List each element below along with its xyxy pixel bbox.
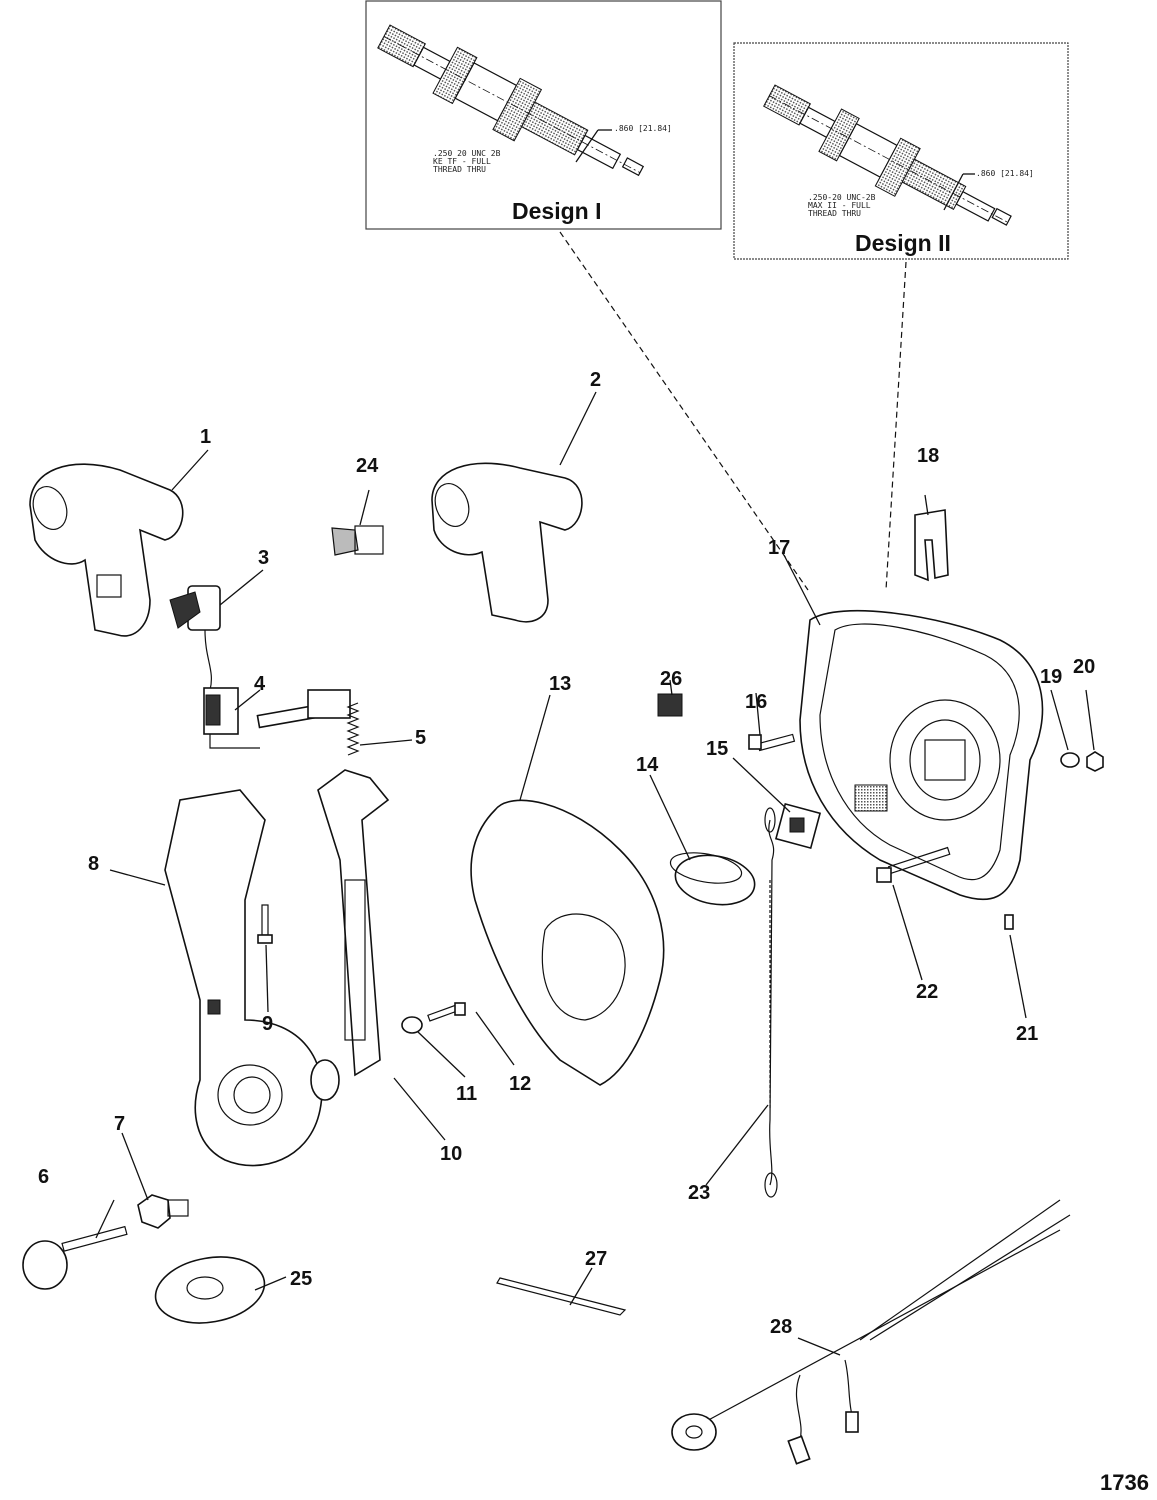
inset-1-reference-line [559, 231, 809, 591]
callout-1: 1 [200, 426, 211, 448]
inset-cross-section-drawing [377, 24, 645, 177]
part-3-trim-switch [169, 585, 221, 691]
inset-2-dimension: .860 [21.84] [976, 169, 1034, 178]
inset-2-title: Design II [855, 230, 951, 256]
inset-2-thread-note-line1: .250-20 UNC-2B [808, 193, 876, 202]
inset-design-2: .860 [21.84] .250-20 UNC-2B MAX II - FUL… [733, 42, 1069, 260]
figure-number: 1736 [1100, 1470, 1149, 1495]
part-13-cover-plate [470, 799, 665, 1086]
part-15-lanyard-switch [774, 802, 822, 850]
callout-10: 10 [440, 1143, 462, 1165]
inset-1-dimension: .860 [21.84] [614, 124, 672, 133]
part-19-washer [1060, 752, 1080, 768]
callout-12: 12 [509, 1073, 531, 1095]
callout-27: 27 [585, 1248, 607, 1270]
callout-5: 5 [415, 727, 426, 749]
part-11-washer [401, 1016, 423, 1034]
inset-1-thread-note-line1: .250 20 UNC 2B [433, 149, 501, 158]
inset-1-thread-note-line2: KE TF - FULL [433, 157, 491, 166]
callout-26: 26 [660, 668, 682, 690]
callout-21: 21 [1016, 1023, 1038, 1045]
part-17-housing [799, 609, 1044, 901]
part-20-nut [1086, 751, 1104, 772]
callout-8: 8 [88, 853, 99, 875]
inset-1-thread-note-line3: THREAD THRU [433, 165, 486, 174]
callout-3: 3 [258, 547, 269, 569]
part-24-button [331, 525, 384, 556]
callout-22: 22 [916, 981, 938, 1003]
inset-2-reference-line [885, 261, 907, 591]
inset-1-title: Design I [512, 198, 601, 224]
part-9-screw [257, 904, 273, 944]
callout-23: 23 [688, 1182, 710, 1204]
part-27-cable-tie [496, 1277, 627, 1316]
callout-9: 9 [262, 1013, 273, 1035]
callout-25: 25 [290, 1268, 312, 1290]
callout-leaders [95, 391, 1095, 1356]
callout-numbers: 1 2 3 4 5 6 7 8 9 10 11 12 13 14 15 16 1… [38, 369, 1095, 1338]
callout-19: 19 [1040, 666, 1062, 688]
inset-2-thread-note-line3: THREAD THRU [808, 209, 861, 218]
callout-2: 2 [590, 369, 601, 391]
part-16-bolt [748, 733, 796, 752]
part-23-lanyard [764, 807, 778, 1198]
part-8-control-arm [164, 789, 340, 1167]
callout-15: 15 [706, 738, 728, 760]
part-28-wire-harness [671, 1199, 1071, 1465]
callout-11: 11 [456, 1083, 477, 1105]
part-4-connector [203, 687, 351, 749]
callout-16: 16 [745, 691, 767, 713]
part-22-bolt [876, 846, 951, 883]
inset-cross-section-drawing [763, 84, 1012, 226]
inset-2-thread-note-line2: MAX II - FULL [808, 201, 871, 210]
part-7-nut [137, 1194, 189, 1229]
callout-28: 28 [770, 1316, 792, 1338]
callout-17: 17 [768, 537, 790, 559]
callout-18: 18 [917, 445, 939, 467]
part-1-handle [29, 463, 184, 637]
callout-7: 7 [114, 1113, 125, 1135]
part-6-knob [22, 1225, 128, 1290]
part-12-screw [427, 1002, 466, 1022]
part-14-bushing [669, 852, 756, 906]
callout-24: 24 [356, 455, 379, 477]
callout-20: 20 [1073, 656, 1095, 678]
part-21-set-screw [1004, 914, 1014, 930]
part-10-lever [317, 769, 390, 1077]
part-2-handle [431, 462, 583, 623]
callout-4: 4 [254, 673, 266, 695]
inset-design-1: .860 [21.84] .250 20 UNC 2B KE TF - FULL… [365, 0, 722, 230]
part-5-spring [346, 702, 360, 756]
callout-14: 14 [636, 754, 659, 776]
callout-6: 6 [38, 1166, 49, 1188]
part-25-gasket [154, 1256, 266, 1324]
part-18-clip [914, 509, 949, 582]
callout-13: 13 [549, 673, 571, 695]
part-26-cap [657, 693, 683, 717]
